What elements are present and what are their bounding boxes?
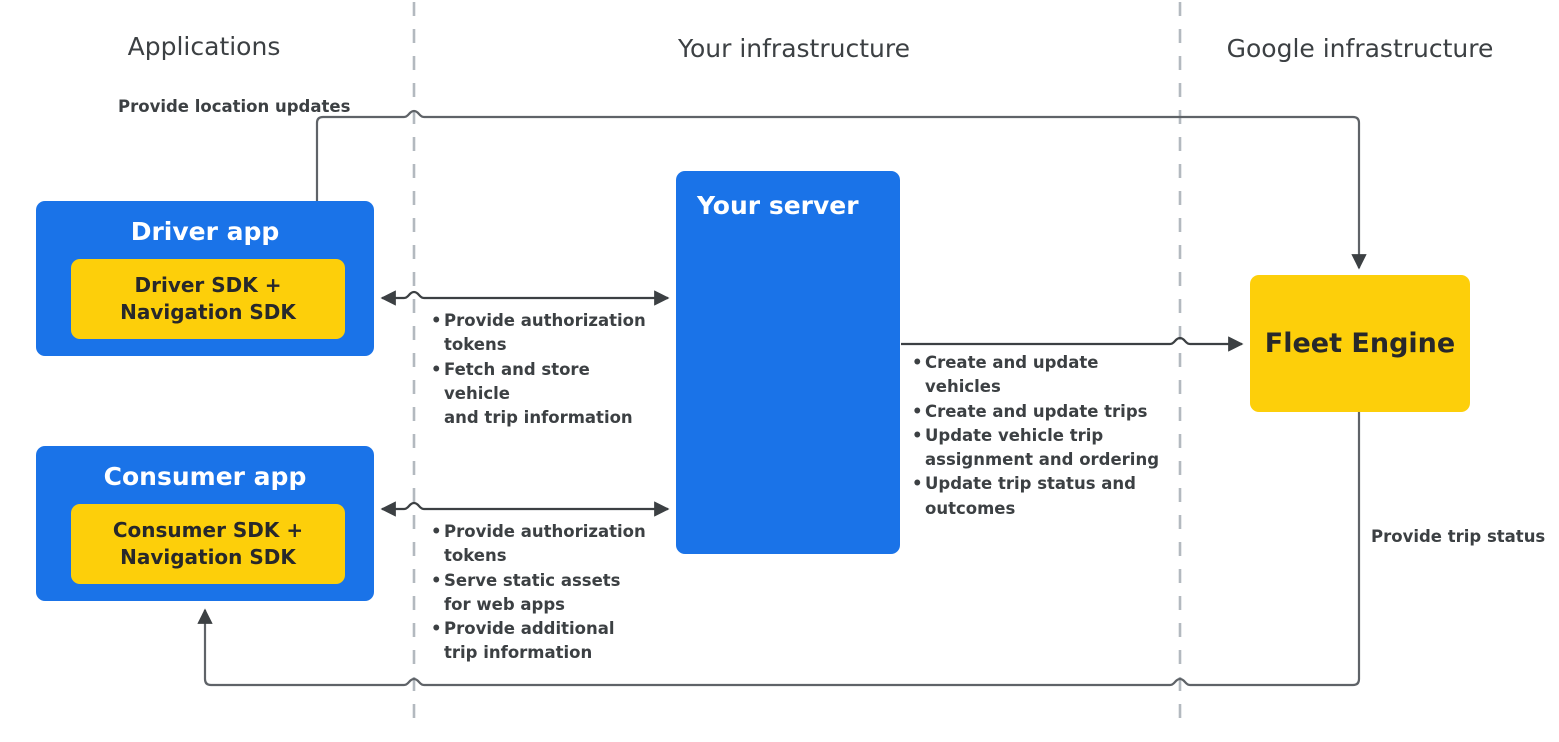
edge-label-consumer-server-list: Provide authorization tokens Serve stati… — [431, 520, 661, 666]
your-server-title: Your server — [697, 191, 859, 220]
column-header-your-infrastructure: Your infrastructure — [678, 34, 910, 63]
node-consumer-app[interactable]: Consumer app Consumer SDK + Navigation S… — [36, 446, 374, 601]
node-driver-sdk[interactable]: Driver SDK + Navigation SDK — [71, 259, 345, 339]
column-header-google-infrastructure: Google infrastructure — [1226, 34, 1494, 63]
list-item: Create and update trips — [912, 400, 1162, 425]
list-item: Serve static assets for web apps — [431, 569, 661, 618]
consumer-sdk-label: Consumer SDK + Navigation SDK — [112, 518, 304, 569]
edge-consumer-server — [380, 501, 670, 517]
node-fleet-engine[interactable]: Fleet Engine — [1250, 275, 1470, 412]
edge-server-fleet — [901, 336, 1244, 352]
node-consumer-sdk[interactable]: Consumer SDK + Navigation SDK — [71, 504, 345, 584]
fleet-engine-title: Fleet Engine — [1264, 328, 1456, 359]
node-driver-app[interactable]: Driver app Driver SDK + Navigation SDK — [36, 201, 374, 356]
list-item: Update vehicle trip assignment and order… — [912, 424, 1162, 473]
edge-label-driver-server-list: Provide authorization tokens Fetch and s… — [431, 309, 661, 430]
list-item: Create and update vehicles — [912, 351, 1162, 400]
edge-label-server-fleet-list: Create and update vehicles Create and up… — [912, 351, 1162, 521]
driver-app-title: Driver app — [130, 217, 280, 246]
column-header-applications: Applications — [127, 32, 281, 61]
list-item: Provide additional trip information — [431, 617, 661, 666]
driver-sdk-label: Driver SDK + Navigation SDK — [120, 273, 296, 324]
list-item: Provide authorization tokens — [431, 309, 661, 358]
node-your-server[interactable]: Your server — [676, 171, 900, 554]
edge-driver-server — [380, 290, 670, 306]
edge-label-trip-status: Provide trip status — [1371, 527, 1546, 546]
list-item: Fetch and store vehicle and trip informa… — [431, 358, 661, 431]
consumer-app-title: Consumer app — [103, 462, 307, 491]
list-item: Provide authorization tokens — [431, 520, 661, 569]
list-item: Update trip status and outcomes — [912, 472, 1162, 521]
edge-label-location-updates: Provide location updates — [118, 97, 351, 116]
